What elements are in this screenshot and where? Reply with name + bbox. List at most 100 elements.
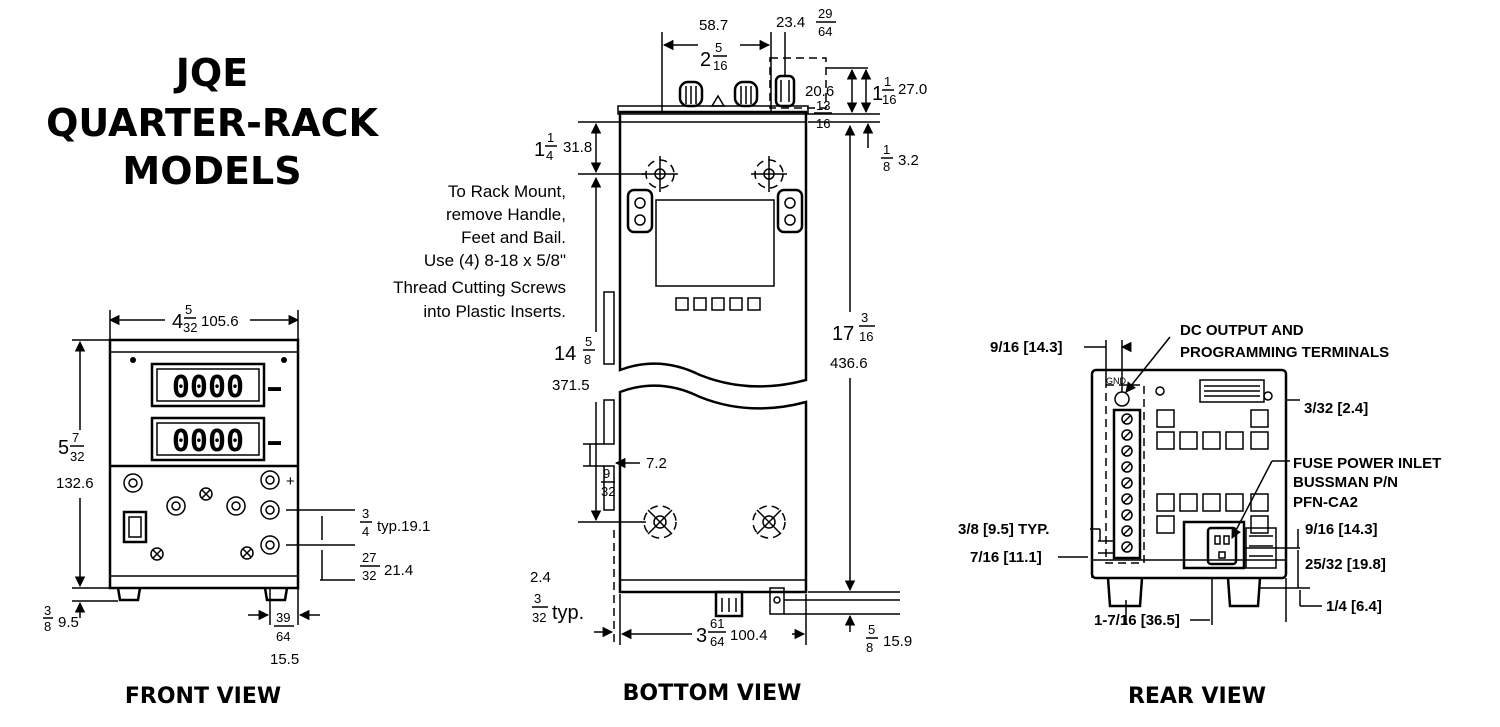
- terminal-screw-icon: [1121, 525, 1133, 537]
- knob-icon: [678, 80, 704, 108]
- vent-square: [1250, 409, 1269, 428]
- foot-pad-icon: [776, 188, 804, 234]
- gap-den: 8: [883, 159, 890, 174]
- screw-x-icon: [199, 487, 213, 501]
- depth-num: 5: [585, 334, 592, 349]
- vent-square: [1225, 493, 1244, 512]
- knob-icon: [774, 74, 796, 108]
- width-mm: 100.4: [730, 627, 768, 644]
- screw-slot: [1122, 510, 1132, 520]
- foot-den: 8: [44, 619, 51, 634]
- rear-terminal-icon: [769, 587, 785, 615]
- vent-square: [1225, 431, 1244, 450]
- bottom-dim: 1-7/16 [36.5]: [1094, 612, 1180, 629]
- front-view-label: FRONT VIEW: [125, 684, 281, 709]
- note-line: Thread Cutting Screws: [393, 278, 566, 297]
- mounting-hole-icon: [643, 505, 677, 539]
- dc-output-label-2: PROGRAMMING TERMINALS: [1180, 344, 1389, 361]
- foot-icon: [1106, 577, 1144, 608]
- title-line-1: JQE: [173, 51, 248, 95]
- screw-slot: [1122, 494, 1132, 504]
- gap-num: 1: [883, 142, 890, 157]
- knob-icon: [733, 80, 759, 108]
- front-panel-outline: [108, 338, 300, 590]
- bv-foot-den: 8: [866, 640, 873, 655]
- terminal-screw-icon: [1121, 461, 1133, 473]
- terminal-screw-icon: [1121, 445, 1133, 457]
- voltage-display-digits: 0000: [172, 370, 244, 405]
- screw-icon: [1155, 386, 1165, 396]
- terminal-screw-icon: [1121, 509, 1133, 521]
- bottom-view-label: BOTTOM VIEW: [623, 681, 802, 706]
- left-low-dim: 7/16 [11.1]: [970, 549, 1042, 566]
- note-line: Use (4) 8-18 x 5/8": [424, 251, 566, 270]
- fuse-label-3: PFN-CA2: [1293, 494, 1358, 511]
- gnd-label-icon: GND: [1106, 376, 1127, 386]
- chassis-rear-section: [618, 384, 808, 594]
- width-whole: 3: [696, 625, 707, 647]
- front-height-num: 7: [72, 430, 79, 445]
- spacing2-mm: 21.4: [384, 562, 413, 579]
- foot-icon: [263, 587, 289, 602]
- foot-mm: 9.5: [58, 614, 79, 631]
- title-line-3: MODELS: [122, 149, 301, 193]
- terminal-screw-icon: [1121, 429, 1133, 441]
- depth-mm: 371.5: [552, 377, 590, 394]
- rear-typ: typ.: [552, 602, 584, 624]
- spacing2-den: 32: [362, 568, 376, 583]
- projection-mm: 20.6: [805, 83, 834, 100]
- volt-unit-icon: ▬: [268, 379, 281, 394]
- warning-label-icon: [1199, 379, 1265, 403]
- front-width-whole: 4: [172, 311, 183, 333]
- screw-slot: [1122, 526, 1132, 536]
- screw-x-icon: [150, 547, 164, 561]
- projection-den: 16: [882, 92, 896, 107]
- hole-whole: 1: [534, 139, 545, 161]
- title-line-2: QUARTER-RACK: [46, 101, 379, 145]
- hole-mm: 31.8: [563, 139, 592, 156]
- voltage-display-bezel: [156, 368, 260, 402]
- screw-slot: [1122, 478, 1132, 488]
- screw-icon: [130, 357, 136, 363]
- rear-den: 32: [532, 610, 546, 625]
- rear-connector-icon: [714, 590, 744, 618]
- power-inlet-icon: [1206, 526, 1238, 566]
- current-display-bezel: [156, 422, 260, 456]
- hole-den: 4: [546, 148, 553, 163]
- power-switch-icon: [122, 510, 148, 544]
- binding-post-icon: [123, 473, 143, 493]
- foot-icon: [1226, 577, 1262, 608]
- indicator-icon: [710, 94, 726, 107]
- power-inlet-outline: [1182, 520, 1246, 570]
- slot-mm: 7.2: [646, 455, 667, 472]
- vent-square: [1179, 493, 1198, 512]
- fuse-label-1: FUSE POWER INLET: [1293, 455, 1441, 472]
- chassis-front-section: [618, 110, 808, 388]
- depth-whole: 14: [554, 343, 576, 365]
- mounting-hole-icon: [751, 156, 787, 192]
- rack-mount-note: To Rack Mount, remove Handle, Feet and B…: [393, 182, 566, 321]
- projection-num: 1: [884, 74, 891, 89]
- fuse-label-2: BUSSMAN P/N: [1293, 474, 1398, 491]
- projection-whole: 1: [872, 83, 883, 105]
- gap-mm: 3.2: [898, 152, 919, 169]
- offset-num: 39: [276, 610, 290, 625]
- slot-den: 32: [601, 484, 615, 499]
- width-den: 64: [710, 634, 724, 649]
- plus-icon: +: [286, 473, 295, 490]
- screw-icon: [281, 357, 287, 363]
- vent-square: [1250, 515, 1269, 534]
- terminal-screw-icon: [1121, 541, 1133, 553]
- total-num: 3: [861, 310, 868, 325]
- top-whole: 2: [700, 49, 711, 71]
- note-line: To Rack Mount,: [448, 182, 566, 201]
- bottom-view: To Rack Mount, remove Handle, Feet and B…: [393, 6, 927, 706]
- terminal-screws: [1121, 413, 1133, 553]
- knob-mm: 23.4: [776, 14, 805, 31]
- screw-slot: [1122, 462, 1132, 472]
- terminal-block: [1105, 384, 1145, 564]
- foot-dim: 1/4 [6.4]: [1326, 598, 1382, 615]
- fuse-leader: [1231, 460, 1273, 539]
- spacing2-num: 27: [362, 550, 376, 565]
- width-num: 61: [710, 616, 724, 631]
